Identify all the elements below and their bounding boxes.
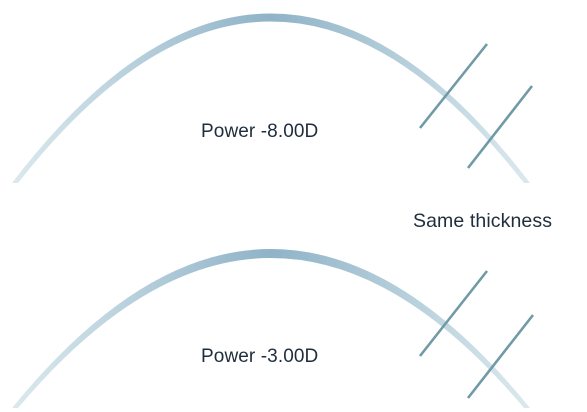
bottom-lens-power-label: Power -3.00D [201, 346, 319, 367]
thickness-marker-top-2 [466, 85, 534, 169]
top-lens-power-label: Power -8.00D [201, 121, 319, 142]
thickness-marker-bottom-1 [418, 270, 489, 357]
thickness-marker-top-1 [418, 43, 489, 129]
lens-bottom [12, 249, 530, 408]
thickness-marker-bottom-2 [466, 314, 535, 399]
same-thickness-label: Same thickness [413, 210, 553, 232]
lens-top [12, 13, 530, 183]
